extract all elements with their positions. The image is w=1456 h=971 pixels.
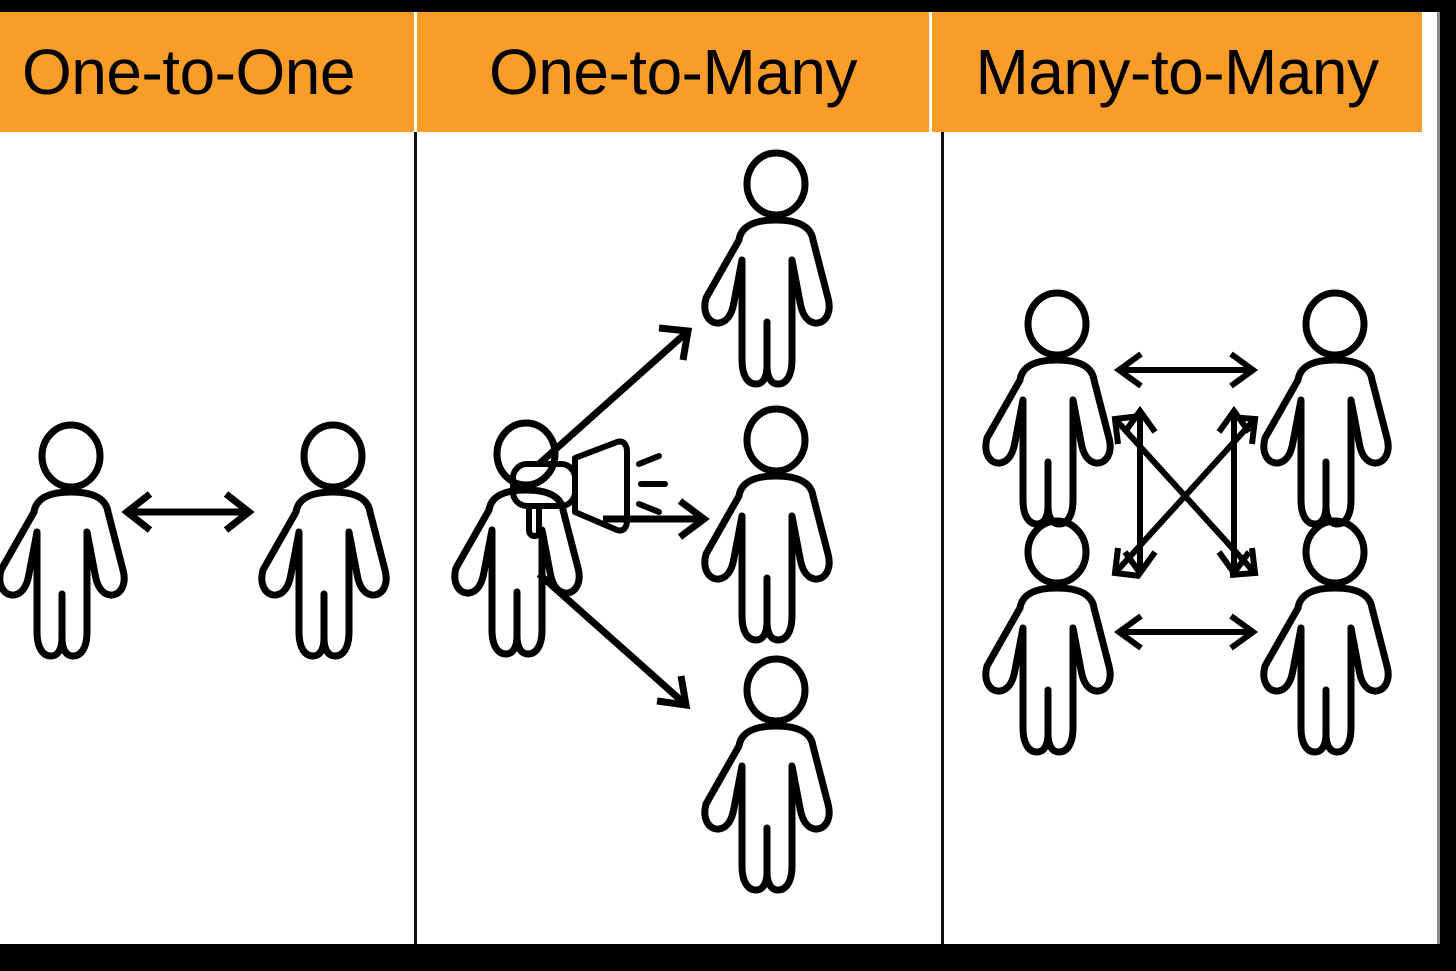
column-divider-1	[414, 132, 417, 944]
panel-many-to-many-graphic	[982, 289, 1392, 756]
panel-one-to-one-graphic	[0, 421, 390, 660]
column-title-one-to-one: One-to-One	[22, 36, 355, 108]
header-cell-one-to-many: One-to-Many	[417, 12, 929, 132]
person-icon	[701, 405, 833, 644]
person-icon	[0, 421, 128, 660]
single-arrow-icon	[536, 571, 691, 710]
person-icon	[451, 419, 583, 658]
header-cell-many-to-many: Many-to-Many	[932, 12, 1422, 132]
panel-many-to-many	[944, 132, 1437, 944]
panel-one-to-many	[417, 132, 941, 944]
person-icon	[258, 421, 390, 660]
person-icon	[1260, 289, 1392, 528]
page-right-edge	[1437, 12, 1440, 944]
double-arrow-icon	[1113, 613, 1259, 651]
slide-canvas: One-to-One One-to-Many Many-to-Many	[0, 12, 1440, 944]
header-cell-one-to-one: One-to-One	[0, 12, 414, 132]
header-gap-2	[929, 12, 932, 132]
double-arrow-icon	[121, 491, 255, 533]
column-title-one-to-many: One-to-Many	[489, 36, 857, 108]
person-icon	[701, 149, 833, 388]
header-gap-1	[414, 12, 417, 132]
person-icon	[982, 289, 1114, 528]
double-arrow-icon	[1113, 351, 1259, 389]
single-arrow-icon	[536, 324, 693, 467]
column-title-many-to-many: Many-to-Many	[975, 36, 1380, 108]
panel-one-to-many-graphic	[451, 149, 833, 894]
header-band: One-to-One One-to-Many Many-to-Many	[0, 12, 1432, 132]
person-icon	[1260, 517, 1392, 756]
single-arrow-icon	[603, 498, 710, 540]
panel-one-to-one	[0, 132, 414, 944]
person-icon	[701, 655, 833, 894]
column-divider-2	[941, 132, 944, 944]
double-arrow-icon	[1111, 413, 1259, 578]
person-icon	[982, 517, 1114, 756]
